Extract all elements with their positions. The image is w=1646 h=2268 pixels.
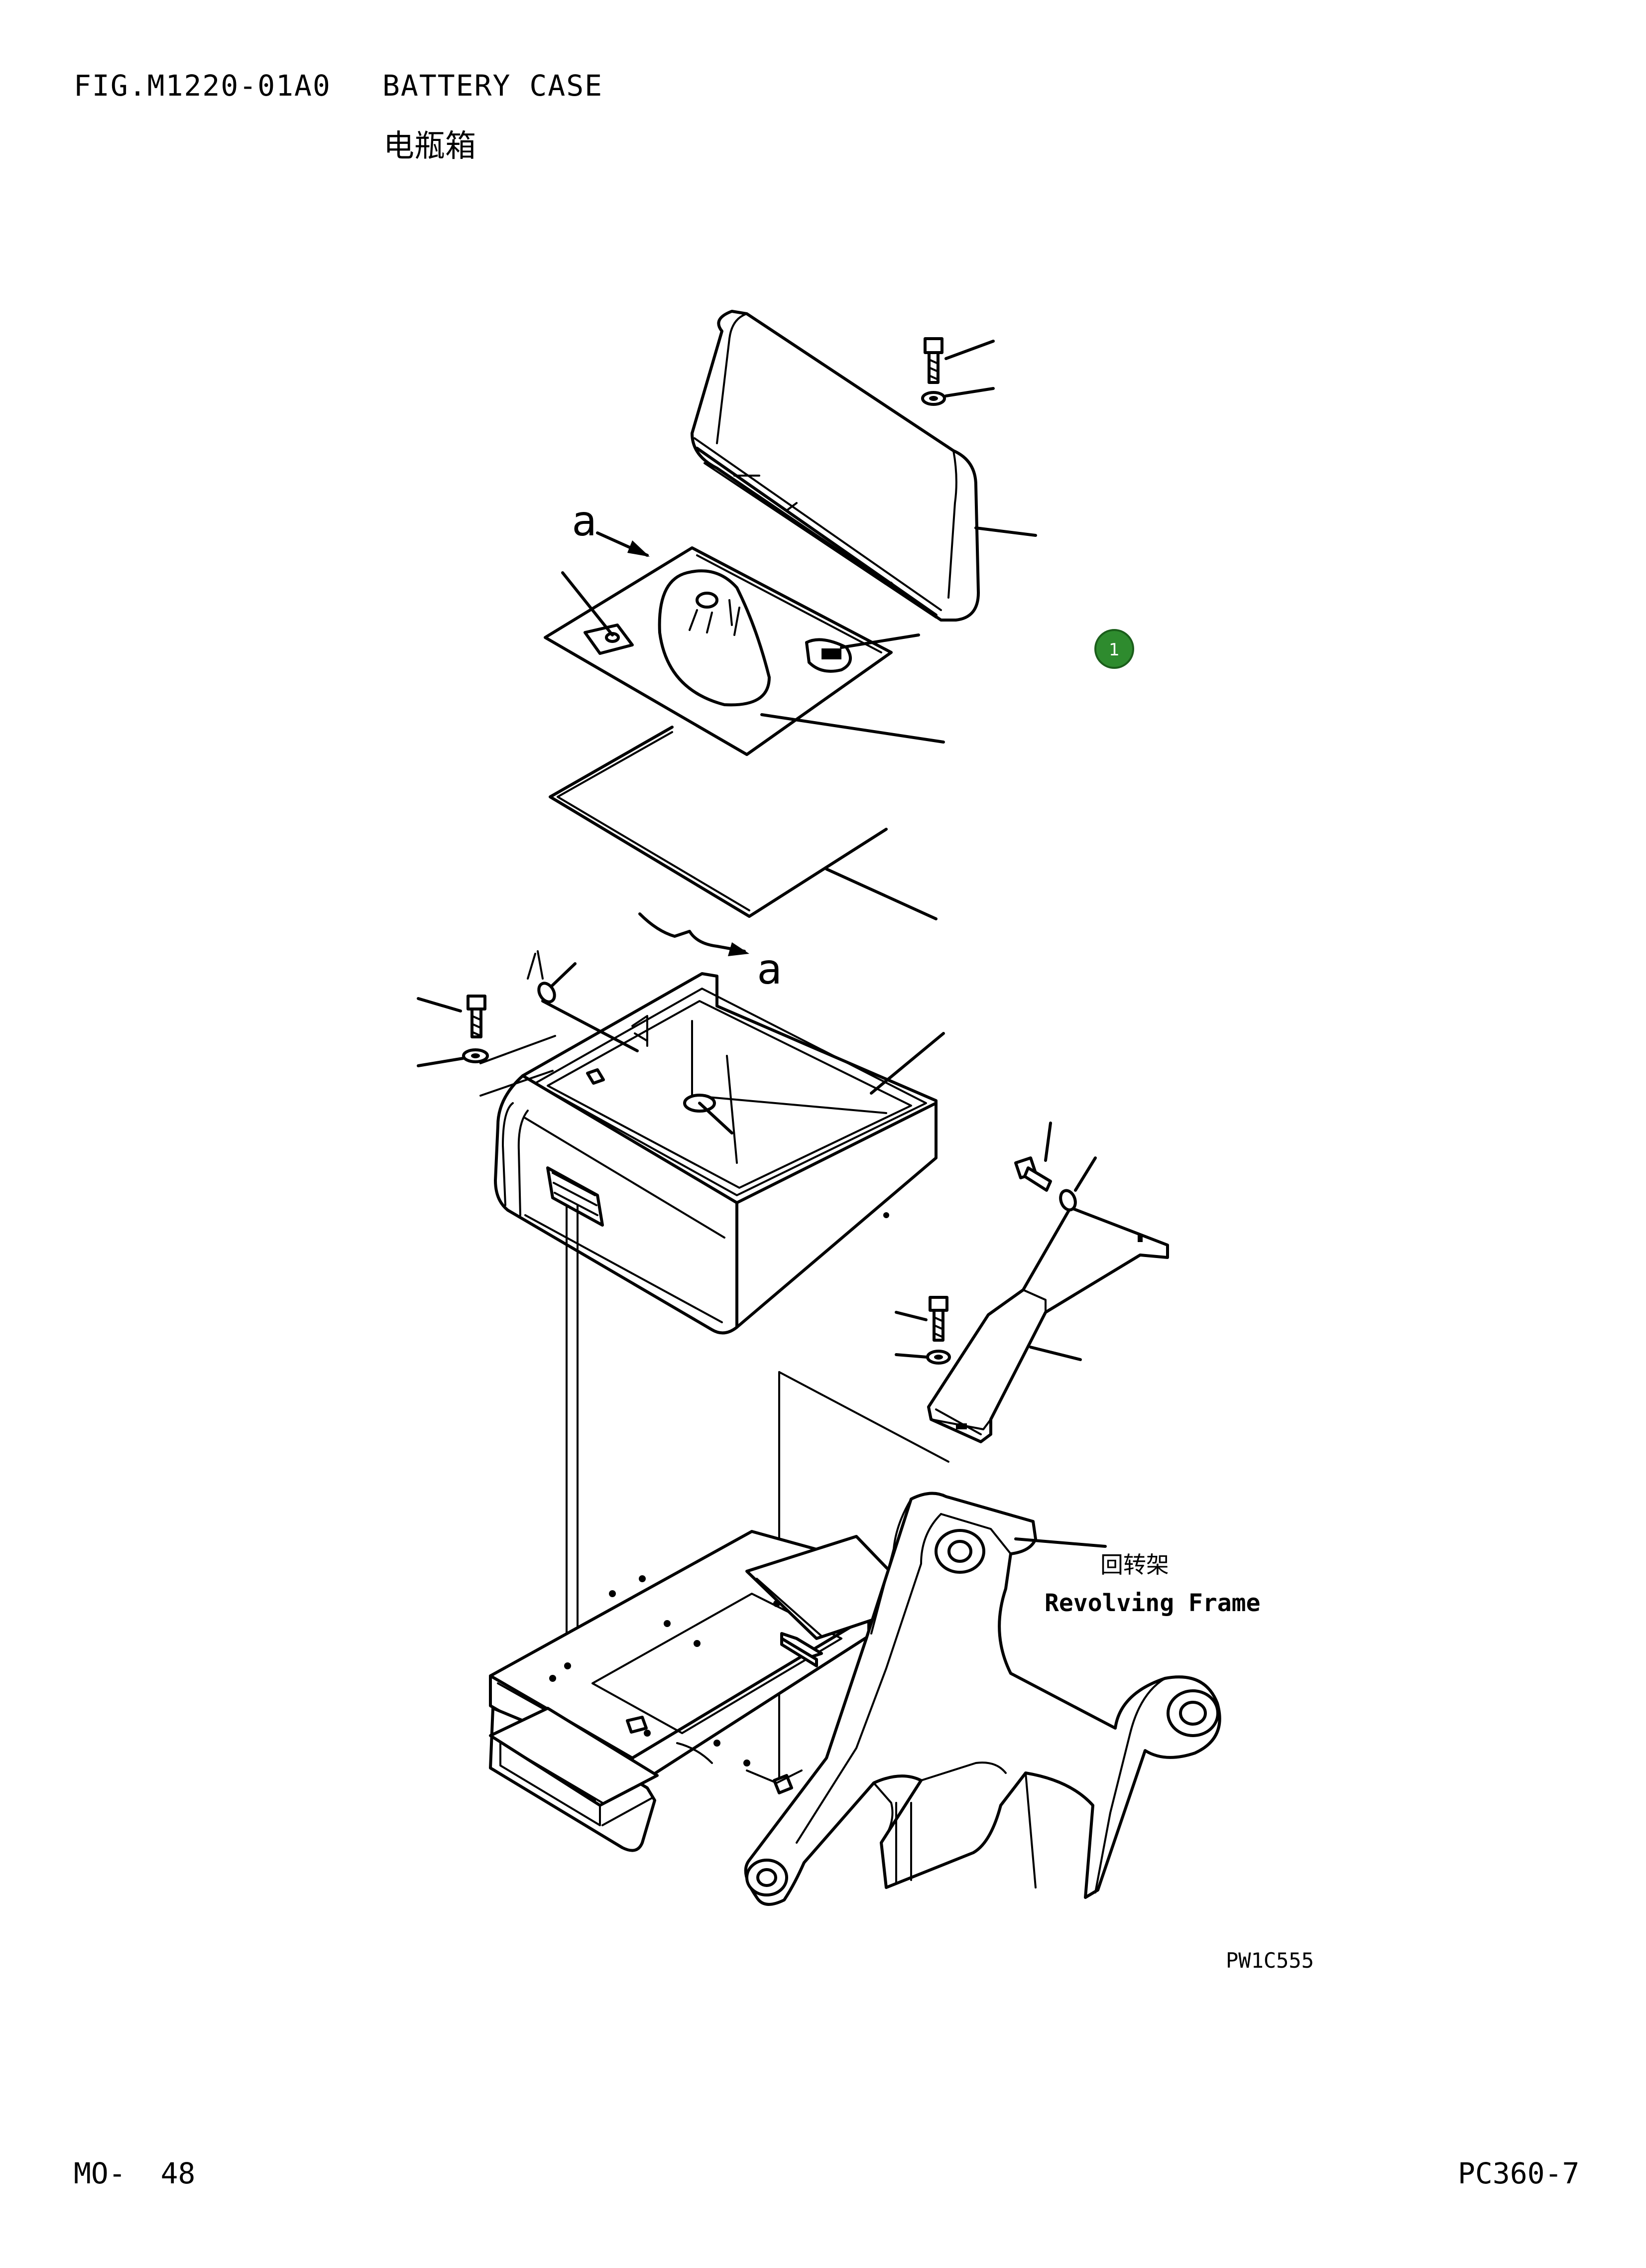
revolving-frame bbox=[489, 1492, 1221, 1906]
frame-label: Revolving Frame bbox=[1045, 1589, 1260, 1617]
bracket-bolt-lower bbox=[895, 1296, 948, 1342]
cover-washer bbox=[921, 387, 995, 406]
case-bolt-left bbox=[417, 995, 486, 1038]
figure-title-chinese: 电瓶箱 bbox=[383, 127, 476, 164]
view-marker-a-middle: a bbox=[757, 945, 782, 994]
case-spring-washer bbox=[527, 950, 639, 1052]
battery-cover bbox=[691, 310, 1037, 622]
bracket-bolt-upper bbox=[1014, 1122, 1052, 1192]
case-washer-left bbox=[417, 1048, 489, 1067]
figure-title: BATTERY CASE bbox=[382, 69, 603, 103]
cover-bolt bbox=[924, 337, 995, 384]
bracket-washer-upper bbox=[1059, 1156, 1097, 1212]
page-number: MO- 48 bbox=[74, 2156, 196, 2190]
model-number: PC360-7 bbox=[1458, 2156, 1580, 2190]
callout-number: 1 bbox=[1109, 640, 1120, 660]
figure-id: FIG.M1220-01A0 bbox=[74, 69, 331, 103]
callout-marker-1[interactable]: 1 bbox=[1094, 629, 1134, 669]
battery-case-lid bbox=[544, 546, 945, 756]
case-bracket bbox=[927, 1206, 1169, 1443]
drawing-code: PW1C555 bbox=[1226, 1948, 1314, 1973]
view-marker-a-top: a bbox=[572, 497, 597, 545]
lid-gasket bbox=[549, 726, 938, 920]
battery-case-box bbox=[494, 972, 945, 1335]
frame-label-chinese: 回转架 bbox=[1100, 1551, 1169, 1578]
